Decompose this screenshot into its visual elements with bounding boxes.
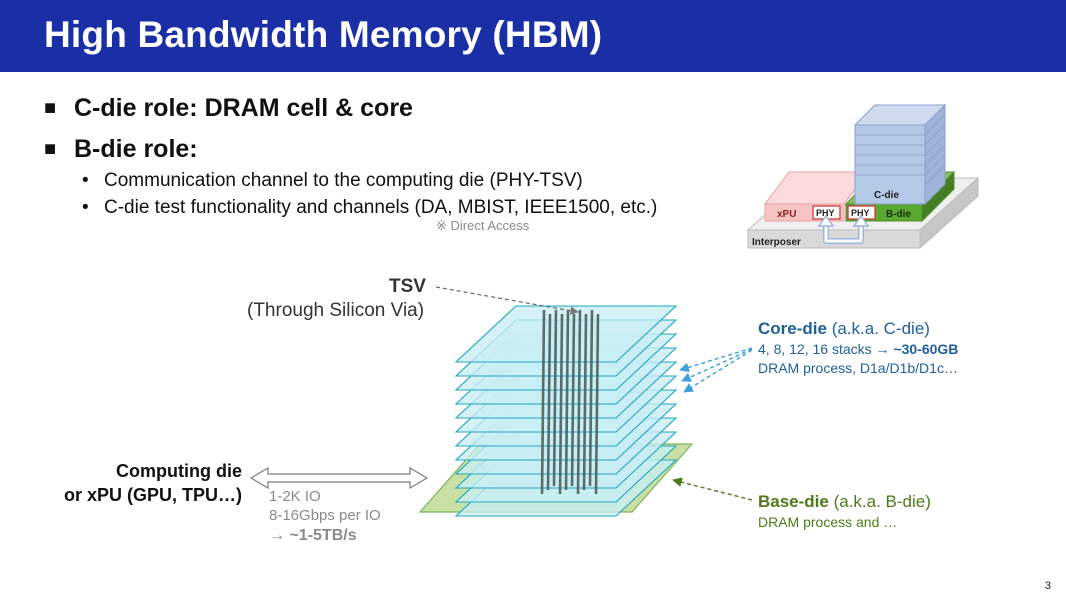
base-die-title: Base-die <box>758 492 829 511</box>
inset-phy-right-label: PHY <box>851 208 870 218</box>
base-die-process: DRAM process and … <box>758 514 898 530</box>
tsv-pillar <box>564 309 570 491</box>
page-title: High Bandwidth Memory (HBM) <box>44 14 603 55</box>
io-double-arrow <box>249 466 429 490</box>
inset-cdie-label: C-die <box>874 190 899 201</box>
core-die-stacks-text: 4, 8, 12, 16 stacks <box>758 341 876 357</box>
tsv-title: TSV <box>389 276 426 297</box>
base-die-label: Base-die (a.k.a. B-die) <box>758 492 931 512</box>
core-die-capacity: ~30-60GB <box>893 341 959 357</box>
square-bullet-icon: ■ <box>44 138 57 160</box>
io-bandwidth-value: ~1-5TB/s <box>289 527 357 544</box>
phy-arrowhead-right <box>852 214 870 227</box>
tsv-pillars <box>540 309 600 495</box>
computing-die-label: Computing die <box>116 461 242 481</box>
bullet-b-die-role: ■ B-die role: <box>44 135 198 164</box>
inset-interposer-label: Interposer <box>752 237 801 248</box>
tsv-leader-line <box>435 286 579 315</box>
xpu-label: or xPU (GPU, TPU…) <box>63 485 242 505</box>
tsv-pillar <box>576 309 582 495</box>
phy-arrowhead-left <box>817 214 835 227</box>
dot-bullet-icon: • <box>82 197 89 218</box>
base-die-aka: (a.k.a. B-die) <box>828 492 931 511</box>
tsv-pillar <box>546 313 552 491</box>
bullet-text: B-die role: <box>74 135 198 163</box>
direct-access-note: ※ Direct Access <box>436 218 530 233</box>
sub-bullet-text: Communication channel to the computing d… <box>104 170 583 191</box>
base-die-arrow <box>672 477 753 501</box>
inset-xpu-label: xPU <box>777 209 796 220</box>
core-die-arrow-1 <box>679 347 753 373</box>
io-count: 1-2K IO <box>269 488 321 505</box>
tsv-pillar <box>582 313 588 491</box>
square-bullet-icon: ■ <box>44 97 57 119</box>
core-die-arrow-3 <box>683 349 753 393</box>
sub-bullet-communication: • Communication channel to the computing … <box>82 170 583 192</box>
tsv-pillar <box>552 309 558 487</box>
core-die-stacks: 4, 8, 12, 16 stacks → ~30-60GB <box>758 341 958 357</box>
tsv-pillar <box>594 313 600 495</box>
tsv-pillar <box>558 313 564 495</box>
inset-bdie-label: B-die <box>886 209 911 220</box>
cdie-stack-front <box>854 124 926 205</box>
hbm-package-inset: C-die xPU PHY PHY B-die Interposer <box>746 103 980 250</box>
core-die-label: Core-die (a.k.a. C-die) <box>758 319 930 339</box>
tsv-pillar <box>588 309 594 487</box>
sub-bullet-test-functionality: • C-die test functionality and channels (… <box>82 197 657 219</box>
core-die-process: DRAM process, D1a/D1b/D1c… <box>758 360 958 376</box>
right-arrow-icon: → <box>875 341 894 357</box>
interposer-side <box>919 176 979 250</box>
inset-phy-left-label: PHY <box>816 208 835 218</box>
tsv-pillar <box>570 313 576 487</box>
tsv-subtitle: (Through Silicon Via) <box>247 300 425 321</box>
core-die-aka: (a.k.a. C-die) <box>826 319 930 338</box>
right-arrow-icon: → <box>269 527 290 544</box>
io-bandwidth: → ~1-5TB/s <box>269 527 357 545</box>
tsv-pillar <box>540 309 546 495</box>
core-die-title: Core-die <box>758 319 827 338</box>
title-bar <box>0 0 1066 72</box>
bullet-c-die-role: ■ C-die role: DRAM cell & core <box>44 94 413 123</box>
dot-bullet-icon: • <box>82 170 89 191</box>
bullet-text: C-die role: DRAM cell & core <box>74 94 413 122</box>
io-speed: 8-16Gbps per IO <box>269 507 381 524</box>
sub-bullet-text: C-die test functionality and channels (D… <box>104 197 658 218</box>
slide-number: 3 <box>1044 580 1051 592</box>
core-die-arrow-2 <box>681 348 753 382</box>
